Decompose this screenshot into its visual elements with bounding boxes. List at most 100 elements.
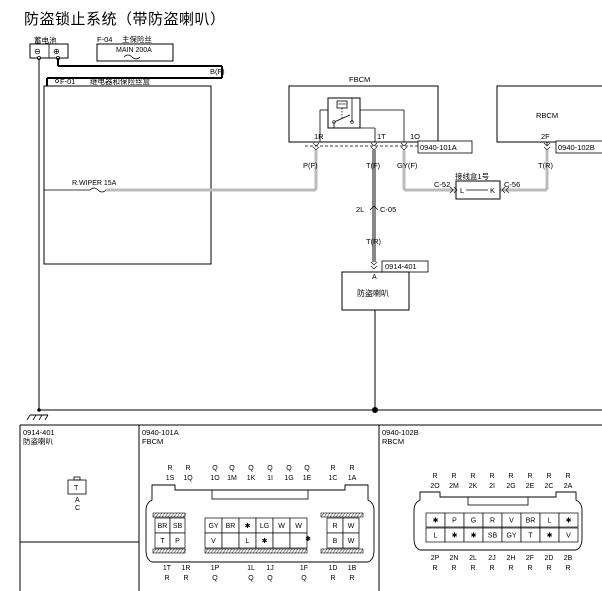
fbcm-top-letter: R: [185, 465, 190, 472]
rbcm-top-pin: 2K: [469, 483, 478, 490]
fbcm-top-letter: Q: [267, 465, 273, 472]
rbcm-bottom-letter: R: [565, 565, 570, 572]
main-fuse-id: F-04: [97, 35, 112, 44]
rbcm-bottom-pin: 2D: [545, 555, 554, 562]
rbcm-bottom-letter: R: [546, 565, 551, 572]
pin-cell-label: T: [160, 538, 165, 545]
fbcm-box: [288, 85, 439, 143]
fbcm-mid-cell: [221, 532, 240, 549]
fbcm-bottom-pin: 1L: [247, 565, 255, 572]
pin-cell-label: LG: [260, 523, 269, 530]
rbcm-bottom-letter: R: [470, 565, 475, 572]
pin-cell-label: GY: [208, 523, 218, 530]
fbcm-label: FBCM: [349, 75, 370, 84]
pin-cell-label: P: [175, 538, 180, 545]
pin-cell-label: L: [434, 533, 438, 540]
fbcm-top-pin: 1O: [210, 475, 220, 482]
main-fuse-name: 主保险丝: [122, 34, 152, 44]
fbcm-top-pin: 1G: [284, 475, 293, 482]
fbcm-top-letter: R: [167, 465, 172, 472]
pin-cell-label: BR: [526, 518, 536, 525]
relay-box-id: F-01: [60, 77, 75, 86]
fbcm-bottom-letter: R: [183, 575, 188, 582]
pin-cell-label: SB: [173, 523, 183, 530]
rbcm-top-letter: R: [565, 473, 570, 480]
pin-cell-label: W: [278, 523, 285, 530]
rbcm-top-letter: R: [470, 473, 475, 480]
fbcm-bottom-pin: 1B: [348, 565, 357, 572]
fbcm-top-pin: 1A: [348, 475, 357, 482]
pin-cell-label: ✱: [433, 517, 439, 525]
relay-box-fuse: R.WIPER 15A: [72, 180, 117, 187]
horn-panel-pin-a: A: [75, 497, 80, 504]
main-fuse-box: [96, 43, 174, 62]
fbcm-connector-tag: [417, 140, 473, 154]
fbcm-bottom-letter: Q: [267, 575, 273, 582]
fbcm-pin-1t: 1T: [377, 132, 386, 141]
junction-name: 接线盒1号: [455, 171, 489, 181]
rbcm-box: [496, 85, 602, 143]
rbcm-top-letter: R: [546, 473, 551, 480]
rbcm-pin: 2F: [541, 132, 550, 141]
pin-cell-label: ✱: [547, 532, 553, 540]
main-fuse-wire-label: B(F): [210, 67, 225, 76]
fbcm-bottom-pin: 1T: [163, 565, 172, 572]
fbcm-relay: [327, 97, 361, 129]
fbcm-connector-outline: [145, 484, 375, 563]
rbcm-top-pin: 2M: [449, 483, 459, 490]
fbcm-panel-name: FBCM: [142, 437, 163, 446]
fbcm-top-pin: 1C: [329, 475, 338, 482]
pin-cell-label: ✱: [471, 532, 477, 540]
pin-cell-label: G: [471, 518, 476, 525]
rbcm-bottom-pin: 2P: [431, 555, 440, 562]
rbcm-connector-outline: [413, 491, 583, 551]
rbcm-top-pin: 2G: [506, 483, 515, 490]
horn-panel-name: 防盗喇叭: [23, 436, 53, 446]
fbcm-top-pin: 1S: [166, 475, 175, 482]
fbcm-wire-pf: P(F): [303, 161, 318, 170]
horn-pin: A: [372, 274, 377, 281]
rbcm-row2-cell: [558, 527, 579, 543]
horn-panel-id: 0914-401: [23, 428, 55, 437]
pin-cell-label: V: [211, 538, 216, 545]
pin-cell-label: B: [333, 538, 338, 545]
horn-panel-pin-c: C: [75, 505, 80, 512]
rbcm-panel-id: 0940-102B: [382, 428, 419, 437]
fbcm-top-letter: Q: [304, 465, 310, 472]
fbcm-pin-1o: 1O: [410, 132, 420, 141]
pin-cell-label: ✱: [452, 532, 458, 540]
fbcm-right-cell: [342, 532, 360, 549]
fbcm-top-pin: 1E: [303, 475, 312, 482]
relay-box-name: 继电器和保险丝盒: [90, 76, 150, 86]
fbcm-bottom-pin: 1D: [329, 565, 338, 572]
fbcm-bottom-pin: 1J: [266, 565, 273, 572]
fbcm-top-letter: Q: [212, 465, 218, 472]
fbcm-wire-gyf: GY(F): [397, 161, 418, 170]
rbcm-bottom-letter: R: [451, 565, 456, 572]
rbcm-top-pin: 2O: [430, 483, 440, 490]
splice-conn: C-05: [380, 205, 396, 214]
rbcm-bottom-pin: 2N: [450, 555, 459, 562]
horn-name: 防盗喇叭: [357, 288, 389, 298]
pin-cell-label: ✱: [566, 517, 572, 525]
rbcm-top-letter: R: [432, 473, 437, 480]
rbcm-bottom-letter: R: [508, 565, 513, 572]
main-fuse-rating: MAIN 200A: [116, 47, 152, 54]
fbcm-left-cell: [169, 532, 186, 549]
rbcm-bottom-pin: 2H: [507, 555, 516, 562]
fbcm-top-pin: 1M: [227, 475, 237, 482]
fbcm-bottom-letter: R: [164, 575, 169, 582]
pin-cell-label: BR: [158, 523, 168, 530]
fbcm-top-letter: Q: [229, 465, 235, 472]
splice-pin: 2L: [356, 205, 364, 214]
battery-minus-icon: ⊖: [34, 47, 41, 56]
rbcm-top-pin: 2C: [545, 483, 554, 490]
fbcm-panel-id: 0940-101A: [142, 428, 179, 437]
horn-panel-pin-letter: T: [74, 485, 79, 492]
rbcm-bottom-letter: R: [489, 565, 494, 572]
rbcm-top-letter: R: [451, 473, 456, 480]
fbcm-pin-1r: 1R: [314, 132, 324, 141]
rbcm-top-pin: 2A: [564, 483, 573, 490]
relay-box: [43, 85, 212, 265]
